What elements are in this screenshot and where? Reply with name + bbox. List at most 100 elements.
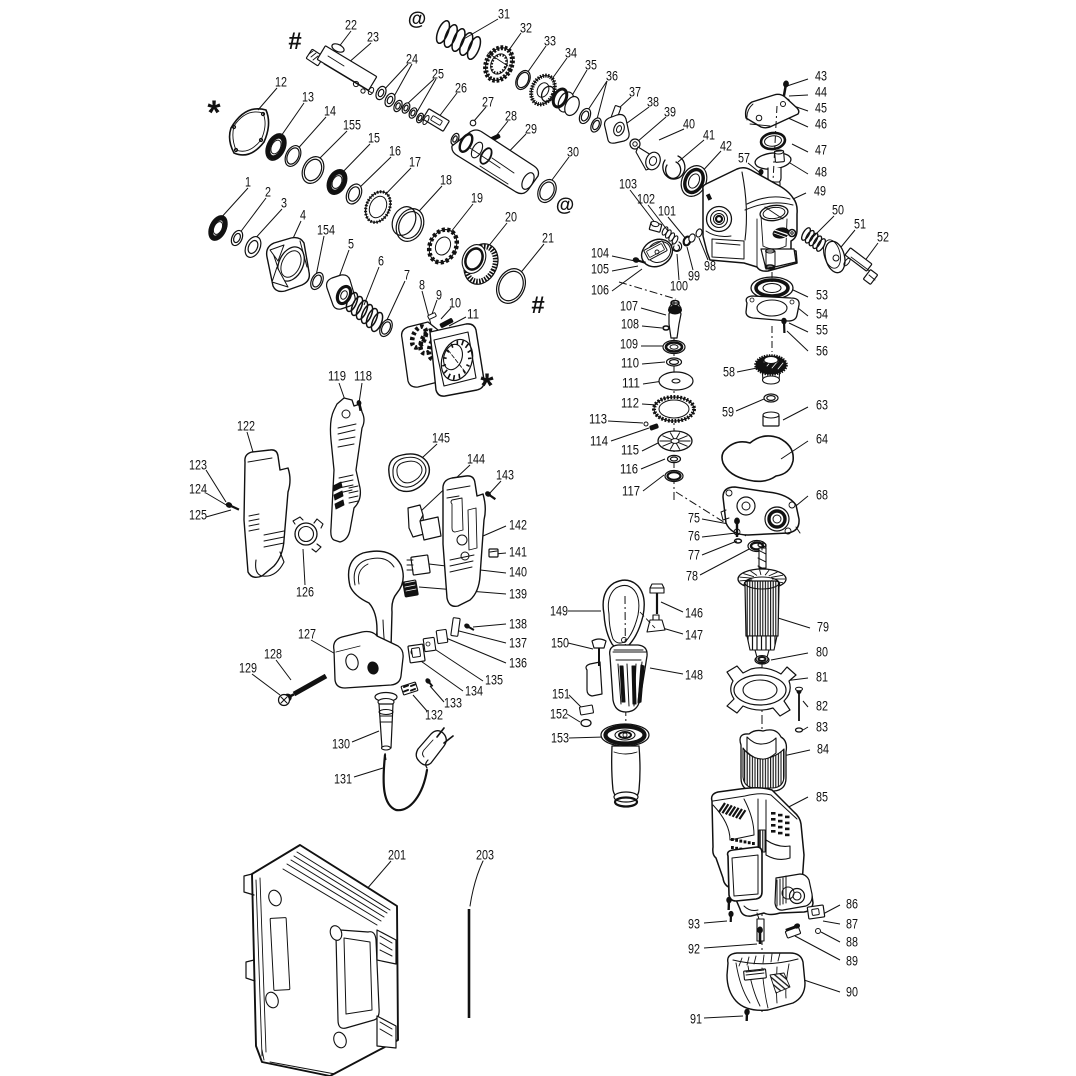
svg-text:37: 37 xyxy=(629,85,641,100)
svg-text:105: 105 xyxy=(591,262,609,277)
svg-text:80: 80 xyxy=(816,645,828,660)
svg-text:42: 42 xyxy=(720,139,732,154)
svg-text:149: 149 xyxy=(550,604,568,619)
svg-text:85: 85 xyxy=(816,790,828,805)
svg-text:15: 15 xyxy=(368,131,380,146)
svg-text:93: 93 xyxy=(688,917,700,932)
svg-text:49: 49 xyxy=(814,184,826,199)
svg-text:150: 150 xyxy=(551,636,569,651)
svg-text:87: 87 xyxy=(846,917,858,932)
svg-text:3: 3 xyxy=(281,196,287,211)
svg-text:145: 145 xyxy=(432,431,450,446)
svg-text:76: 76 xyxy=(688,529,700,544)
svg-text:84: 84 xyxy=(817,742,829,757)
svg-text:118: 118 xyxy=(354,369,372,384)
svg-text:89: 89 xyxy=(846,954,858,969)
svg-text:83: 83 xyxy=(816,720,828,735)
svg-text:130: 130 xyxy=(332,737,350,752)
svg-text:54: 54 xyxy=(816,307,828,322)
svg-text:75: 75 xyxy=(688,511,700,526)
svg-text:47: 47 xyxy=(815,143,827,158)
svg-text:111: 111 xyxy=(622,376,640,391)
svg-text:153: 153 xyxy=(551,731,569,746)
svg-text:146: 146 xyxy=(685,606,703,621)
svg-text:104: 104 xyxy=(591,246,609,261)
svg-text:9: 9 xyxy=(436,288,442,303)
svg-text:136: 136 xyxy=(509,656,527,671)
svg-text:201: 201 xyxy=(388,848,406,863)
svg-text:126: 126 xyxy=(296,585,314,600)
svg-text:5: 5 xyxy=(348,237,354,252)
svg-text:48: 48 xyxy=(815,165,827,180)
svg-text:*: * xyxy=(480,367,494,405)
svg-text:103: 103 xyxy=(619,177,637,192)
svg-text:4: 4 xyxy=(300,208,306,223)
svg-text:2: 2 xyxy=(265,185,271,200)
svg-text:115: 115 xyxy=(621,443,639,458)
svg-text:203: 203 xyxy=(476,848,494,863)
svg-text:99: 99 xyxy=(688,269,700,284)
svg-text:113: 113 xyxy=(589,412,607,427)
svg-text:31: 31 xyxy=(498,7,510,22)
svg-text:114: 114 xyxy=(590,434,608,449)
svg-text:110: 110 xyxy=(621,356,639,371)
svg-text:63: 63 xyxy=(816,398,828,413)
svg-text:58: 58 xyxy=(723,365,735,380)
svg-text:29: 29 xyxy=(525,122,537,137)
svg-text:55: 55 xyxy=(816,323,828,338)
svg-text:131: 131 xyxy=(334,772,352,787)
svg-text:144: 144 xyxy=(467,452,485,467)
svg-text:152: 152 xyxy=(550,707,568,722)
svg-text:1: 1 xyxy=(245,175,251,190)
svg-text:135: 135 xyxy=(485,673,503,688)
svg-text:86: 86 xyxy=(846,897,858,912)
svg-text:43: 43 xyxy=(815,69,827,84)
svg-text:133: 133 xyxy=(444,696,462,711)
svg-text:125: 125 xyxy=(189,508,207,523)
svg-text:132: 132 xyxy=(425,708,443,723)
svg-text:123: 123 xyxy=(189,458,207,473)
svg-text:137: 137 xyxy=(509,636,527,651)
svg-text:39: 39 xyxy=(664,105,676,120)
svg-text:90: 90 xyxy=(846,985,858,1000)
svg-text:57: 57 xyxy=(738,151,750,166)
svg-text:45: 45 xyxy=(815,101,827,116)
svg-text:17: 17 xyxy=(409,155,421,170)
svg-text:22: 22 xyxy=(345,18,357,33)
svg-text:106: 106 xyxy=(591,283,609,298)
svg-text:112: 112 xyxy=(621,396,639,411)
svg-text:108: 108 xyxy=(621,317,639,332)
svg-text:56: 56 xyxy=(816,344,828,359)
svg-text:77: 77 xyxy=(688,548,700,563)
svg-text:30: 30 xyxy=(567,145,579,160)
svg-text:151: 151 xyxy=(552,687,570,702)
svg-text:26: 26 xyxy=(455,81,467,96)
svg-text:154: 154 xyxy=(317,223,335,238)
svg-text:@: @ xyxy=(556,195,575,216)
svg-text:119: 119 xyxy=(328,369,346,384)
svg-text:79: 79 xyxy=(817,620,829,635)
svg-text:68: 68 xyxy=(816,488,828,503)
svg-text:41: 41 xyxy=(703,128,715,143)
svg-text:@: @ xyxy=(408,9,427,30)
svg-text:35: 35 xyxy=(585,58,597,73)
svg-text:127: 127 xyxy=(298,627,316,642)
svg-text:100: 100 xyxy=(670,279,688,294)
svg-text:88: 88 xyxy=(846,935,858,950)
svg-text:32: 32 xyxy=(520,21,532,36)
svg-text:24: 24 xyxy=(406,52,418,67)
svg-text:81: 81 xyxy=(816,670,828,685)
svg-text:102: 102 xyxy=(637,192,655,207)
svg-text:109: 109 xyxy=(620,337,638,352)
svg-text:116: 116 xyxy=(620,462,638,477)
svg-text:7: 7 xyxy=(404,268,410,283)
svg-text:128: 128 xyxy=(264,647,282,662)
svg-text:91: 91 xyxy=(690,1012,702,1027)
svg-text:82: 82 xyxy=(816,699,828,714)
svg-text:129: 129 xyxy=(239,661,257,676)
svg-text:155: 155 xyxy=(343,118,361,133)
svg-text:38: 38 xyxy=(647,95,659,110)
svg-text:138: 138 xyxy=(509,617,527,632)
svg-text:147: 147 xyxy=(685,628,703,643)
svg-text:139: 139 xyxy=(509,587,527,602)
